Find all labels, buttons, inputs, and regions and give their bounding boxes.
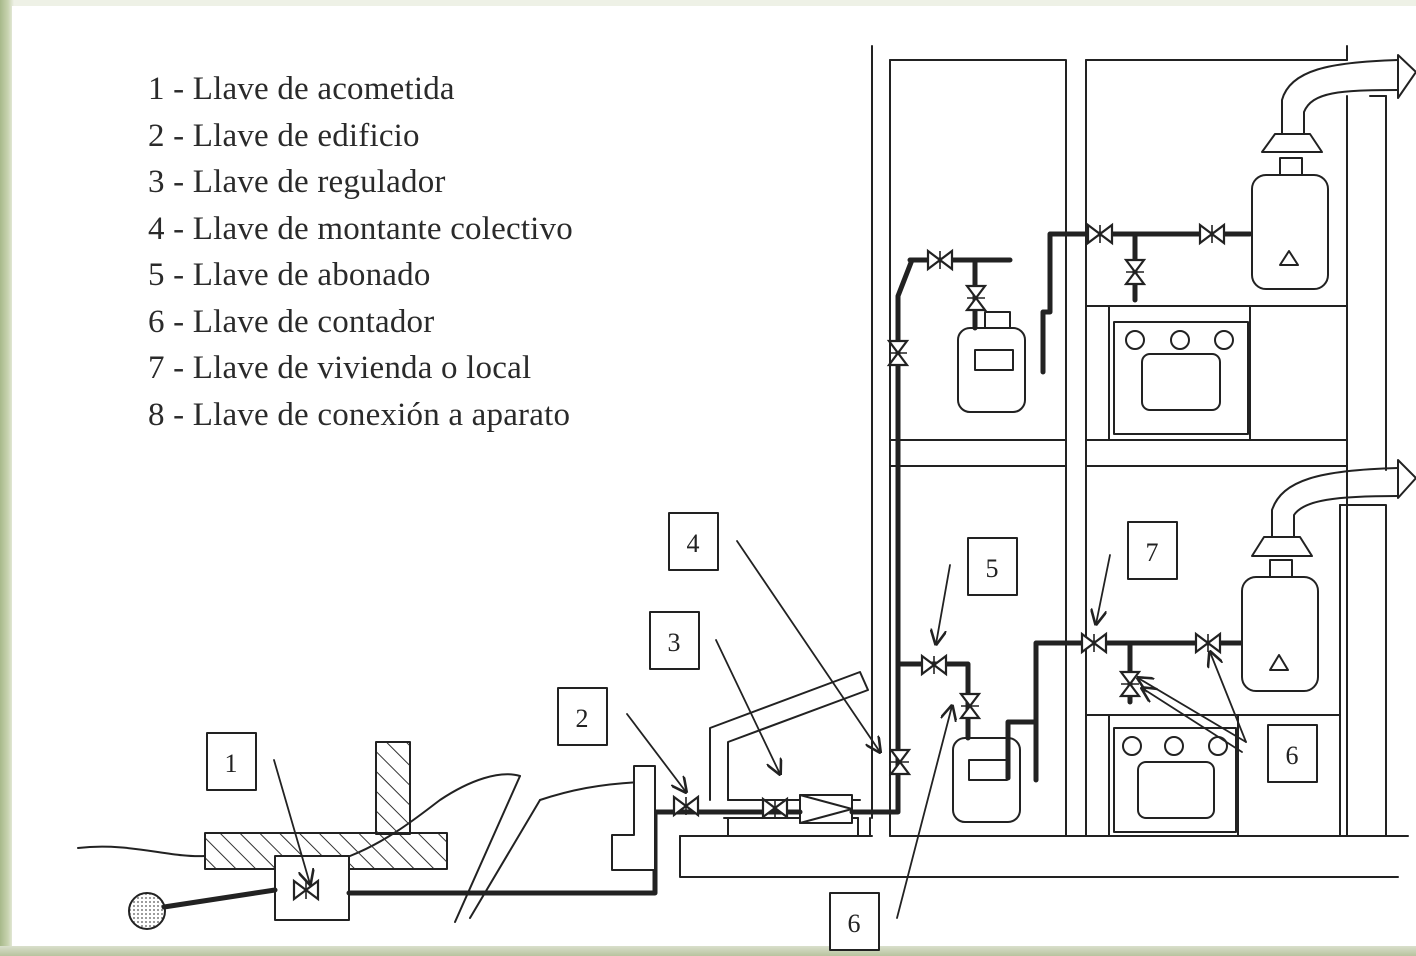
legend-item-1: 1 - Llave de acometida [148,71,455,107]
valve-stove-upper [1124,258,1146,286]
valve-acometida [292,879,320,901]
callout-arrows [273,540,1247,919]
callout-6-right: 6 [1286,741,1299,770]
building-walls [871,45,1409,837]
valve-stove-lower [1119,670,1141,698]
upper-water-heater [1251,54,1416,290]
upper-meter [957,311,1026,413]
lower-water-heater [1241,459,1416,692]
valve-regulador [761,797,789,819]
valve-abonado-upper [926,249,954,271]
valve-vivienda-lower [1080,632,1108,654]
legend-item-2: 2 - Llave de edificio [148,117,420,154]
regulator-cabinet [709,671,869,836]
valve-vivienda-upper [1086,223,1114,245]
building-foundation [679,817,1399,878]
callout-4: 4 [687,529,700,558]
bottom-strip [0,946,1416,956]
gas-main [128,892,166,930]
callout-boxes [206,512,1318,951]
valves [292,223,1226,901]
lower-meter [952,737,1021,823]
legend-item-3: 3 - Llave de regulador [148,164,446,200]
legend-item-5: 5 - Llave de abonado [148,257,431,293]
valve-abonado-lower [920,654,948,676]
legend-item-4: 4 - Llave de montante colectivo [148,210,573,247]
lower-stove [1113,727,1237,833]
callout-6-bottom: 6 [848,909,861,938]
callout-3: 3 [668,628,681,657]
legend-item-6: 6 - Llave de contador [148,303,435,340]
callout-5: 5 [986,554,999,583]
callout-2: 2 [576,704,589,733]
valve-contador-upper [965,284,987,312]
valve-heater-upper [1198,223,1226,245]
legend-item-8: 8 - Llave de conexión a aparato [148,396,571,433]
legend-item-7: 7 - Llave de vivienda o local [148,350,532,386]
valve-heater-lower [1194,632,1222,654]
valve-edificio [672,795,700,817]
building-entrance-wall [611,765,656,871]
upper-stove [1113,321,1249,435]
callout-7: 7 [1146,538,1159,567]
callout-1: 1 [225,749,238,778]
valve-montante [889,748,911,776]
legend-list: 1 - Llave de acometida 2 - Llave de edif… [148,66,573,438]
valve-contador-lower [959,692,981,720]
valve-riser-upper [887,339,909,367]
callout-labels: 1 2 3 4 5 7 6 6 [225,529,1299,938]
